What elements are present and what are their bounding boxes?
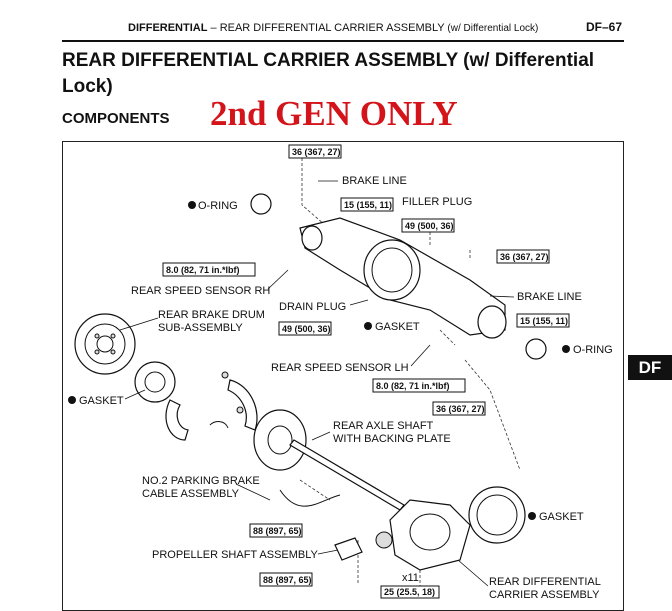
gasket-left-label: GASKET [79,395,124,407]
gasket-left-part [134,361,176,403]
o-ring-right-label: O-RING [573,344,613,356]
svg-text:15 (155, 11): 15 (155, 11) [344,200,392,210]
running-header: DIFFERENTIAL – REAR DIFFERENTIAL CARRIER… [128,22,538,34]
svg-text:8.0 (82, 71 in.*lbf): 8.0 (82, 71 in.*lbf) [166,265,240,275]
propeller-shaft-label: PROPELLER SHAFT ASSEMBLY [152,549,319,561]
header-section: DIFFERENTIAL [128,22,208,34]
generation-stamp: 2nd GEN ONLY [210,94,458,133]
quantity-label: x11 [402,572,419,584]
parking-brake-label-2: CABLE ASSEMBLY [142,488,240,500]
gasket-right-label: GASKET [539,511,584,523]
page-title-line-1: REAR DIFFERENTIAL CARRIER ASSEMBLY (w/ D… [62,50,595,71]
gasket-right-part [468,486,526,544]
drain-plug-label: DRAIN PLUG [279,301,346,313]
components-heading: COMPONENTS [62,110,170,127]
filler-plug-label: FILLER PLUG [402,196,472,208]
torque-box-propeller-upper: 88 (897, 65) [249,523,303,538]
section-tab[interactable]: DF [628,355,672,380]
torque-box-brake-line-right-low: 15 (155, 11) [516,313,570,328]
propeller-flange [334,537,363,561]
parking-brake-label-1: NO.2 PARKING BRAKE [142,475,260,487]
svg-text:36 (367, 27): 36 (367, 27) [436,404,485,414]
svg-text:49 (500, 36): 49 (500, 36) [282,324,331,334]
bullet-gasket-left [68,396,76,404]
header-rule [62,40,624,42]
rear-diff-carrier-label-1: REAR DIFFERENTIAL [489,576,601,588]
torque-box-drain-plug: 49 (500, 36) [278,321,332,336]
dashed-guides [299,158,521,590]
header-subtitle-note: (w/ Differential Lock) [444,23,539,34]
brake-line-top-label: BRAKE LINE [342,175,407,187]
page-number: DF–67 [586,20,623,34]
axle-housing [299,217,507,339]
diff-carrier [375,499,471,571]
page-title-line-2: Lock) [62,76,113,97]
rear-axle-shaft-label-1: REAR AXLE SHAFT [333,420,434,432]
torque-box-backing-plate: 36 (367, 27) [432,401,486,416]
torque-box-filler-plug: 15 (155, 11) [340,197,394,212]
rear-diff-carrier-label-2: CARRIER ASSEMBLY [489,589,600,599]
axle-shaft [253,409,405,511]
torque-box-carrier: 25 (25.5, 18) [380,585,440,599]
svg-text:8.0 (82, 71 in.*lbf): 8.0 (82, 71 in.*lbf) [376,381,450,391]
svg-text:88 (897, 65): 88 (897, 65) [253,526,302,536]
svg-text:25 (25.5, 18): 25 (25.5, 18) [384,587,435,597]
bullet-o-ring-top [188,201,196,209]
bullet-gasket-right [528,512,536,520]
bullet-gasket-mid [364,322,372,330]
svg-text:49 (500, 36): 49 (500, 36) [405,221,454,231]
torque-box-sensor-rh: 8.0 (82, 71 in.*lbf) [162,262,256,277]
torque-box-propeller-lower: 88 (897, 65) [259,572,313,587]
gasket-mid-label: GASKET [375,321,420,333]
o-ring-right-part [525,338,547,360]
brake-line-right-label: BRAKE LINE [517,291,582,303]
header-subtitle: REAR DIFFERENTIAL CARRIER ASSEMBLY [219,22,445,34]
torque-box-brake-line-right: 36 (367, 27) [496,249,550,264]
svg-text:36 (367, 27): 36 (367, 27) [292,147,341,157]
brake-shoes [165,371,258,441]
svg-text:88 (897, 65): 88 (897, 65) [263,575,312,585]
rear-brake-drum-label-2: SUB-ASSEMBLY [158,322,243,334]
torque-box-sensor-lh: 8.0 (82, 71 in.*lbf) [372,378,466,393]
o-ring-top-part [250,193,272,215]
parking-brake-cable [279,489,341,507]
page-title: REAR DIFFERENTIAL CARRIER ASSEMBLY (w/ D… [62,48,632,100]
o-ring-top-label: O-RING [198,200,238,212]
brake-drum [74,313,136,375]
header-separator: – [207,22,220,34]
torque-box-brake-line-top: 36 (367, 27) [288,144,342,159]
torque-box-filler-plug-body: 49 (500, 36) [401,218,455,233]
leader-lines [119,180,515,587]
rear-brake-drum-label-1: REAR BRAKE DRUM [158,309,265,321]
bullet-o-ring-right [562,345,570,353]
rear-speed-sensor-lh-label: REAR SPEED SENSOR LH [271,362,409,374]
rear-axle-shaft-label-2: WITH BACKING PLATE [333,433,451,445]
svg-text:36 (367, 27): 36 (367, 27) [500,252,549,262]
rear-speed-sensor-rh-label: REAR SPEED SENSOR RH [131,285,270,297]
svg-text:15 (155, 11): 15 (155, 11) [520,316,568,326]
